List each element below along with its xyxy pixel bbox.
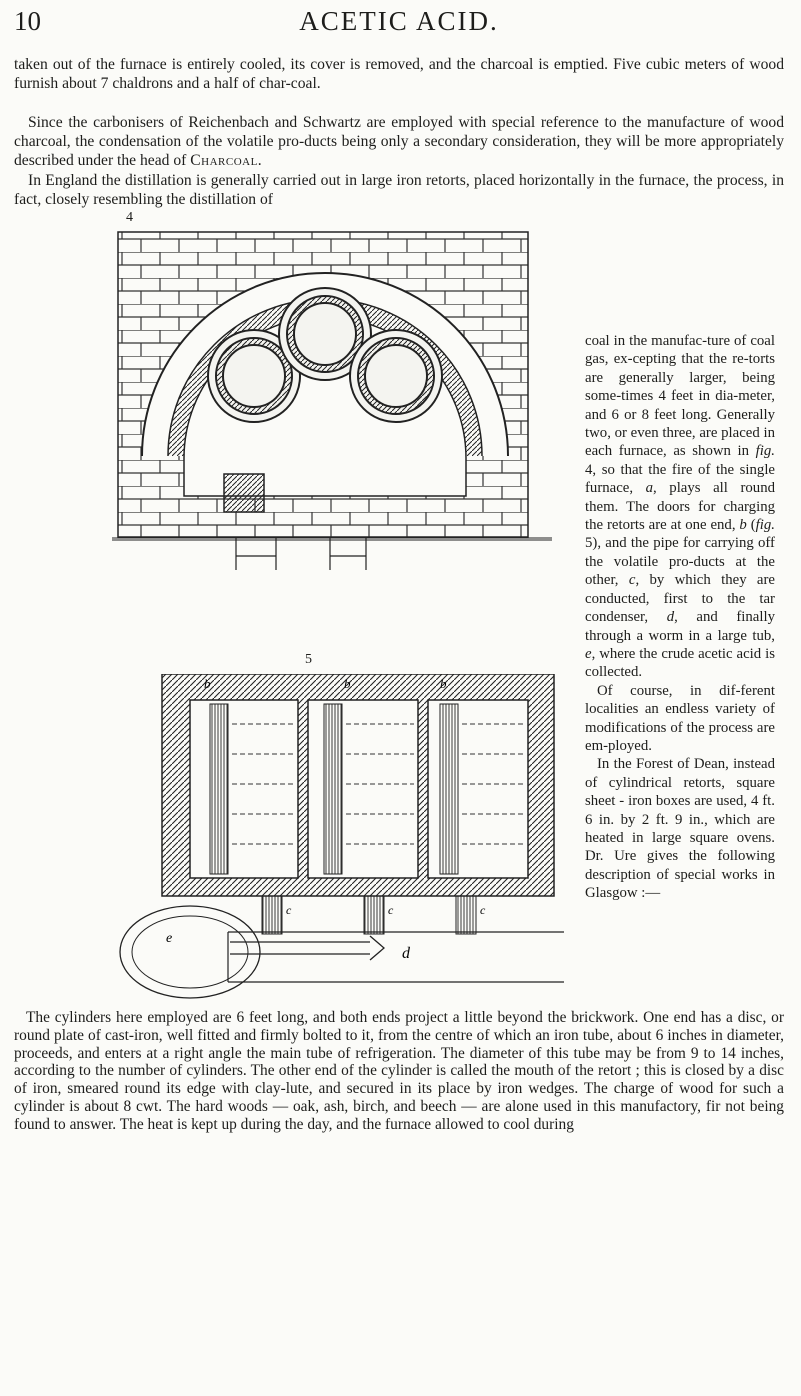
figure-5-number: 5 xyxy=(305,652,312,667)
firegrate xyxy=(223,473,265,513)
page-header: 10 ACETIC ACID. xyxy=(14,6,784,46)
fig5-label-e: e xyxy=(166,931,172,946)
condenser-pipe xyxy=(230,935,385,961)
paragraph-carbonisers: Since the carbonisers of Reichenbach and… xyxy=(14,113,784,171)
figure-5-retort-section-diagram: b b b c c c d e xyxy=(119,674,564,999)
worm-tub xyxy=(119,905,261,999)
retort-left xyxy=(207,329,301,423)
fig5-label-c-centre: c xyxy=(388,903,394,917)
figure-4-number: 4 xyxy=(126,210,133,225)
paragraph-charcoal-cooling: taken out of the furnace is entirely coo… xyxy=(14,56,784,93)
fig5-label-c-left: c xyxy=(286,903,292,917)
charcoal-heading-reference: Charcoal. xyxy=(190,152,263,170)
retort-right xyxy=(349,329,443,423)
running-title: ACETIC ACID. xyxy=(299,6,499,36)
side-column: coal in the manufac-ture of coal gas, ex… xyxy=(585,332,775,903)
paragraph-glasgow-cylinders: The cylinders here employed are 6 feet l… xyxy=(14,1009,784,1133)
retort-chamber-left xyxy=(189,699,299,879)
fig5-label-b-right: b xyxy=(440,676,447,691)
fig5-label-d: d xyxy=(402,945,411,962)
paragraph-carbonisers-text: Since the carbonisers of Reichenbach and… xyxy=(14,114,784,170)
bottom-text-block: The cylinders here employed are 6 feet l… xyxy=(14,1009,784,1134)
page-number: 10 xyxy=(14,6,41,36)
figure-4-furnace-diagram xyxy=(112,231,552,570)
retort-centre xyxy=(278,287,372,381)
side-paragraph-forest-of-dean: In the Forest of Dean, instead of cylind… xyxy=(585,756,775,902)
fig5-label-c-right: c xyxy=(480,903,486,917)
fig5-label-b-left: b xyxy=(204,676,211,691)
paragraph-england-retorts: In England the distillation is generally… xyxy=(14,172,784,209)
fig5-label-b-centre: b xyxy=(344,676,351,691)
side-paragraph-retorts: coal in the manufac-ture of coal gas, ex… xyxy=(585,333,775,681)
side-paragraph-modifications: Of course, in dif-ferent localities an e… xyxy=(585,682,775,754)
